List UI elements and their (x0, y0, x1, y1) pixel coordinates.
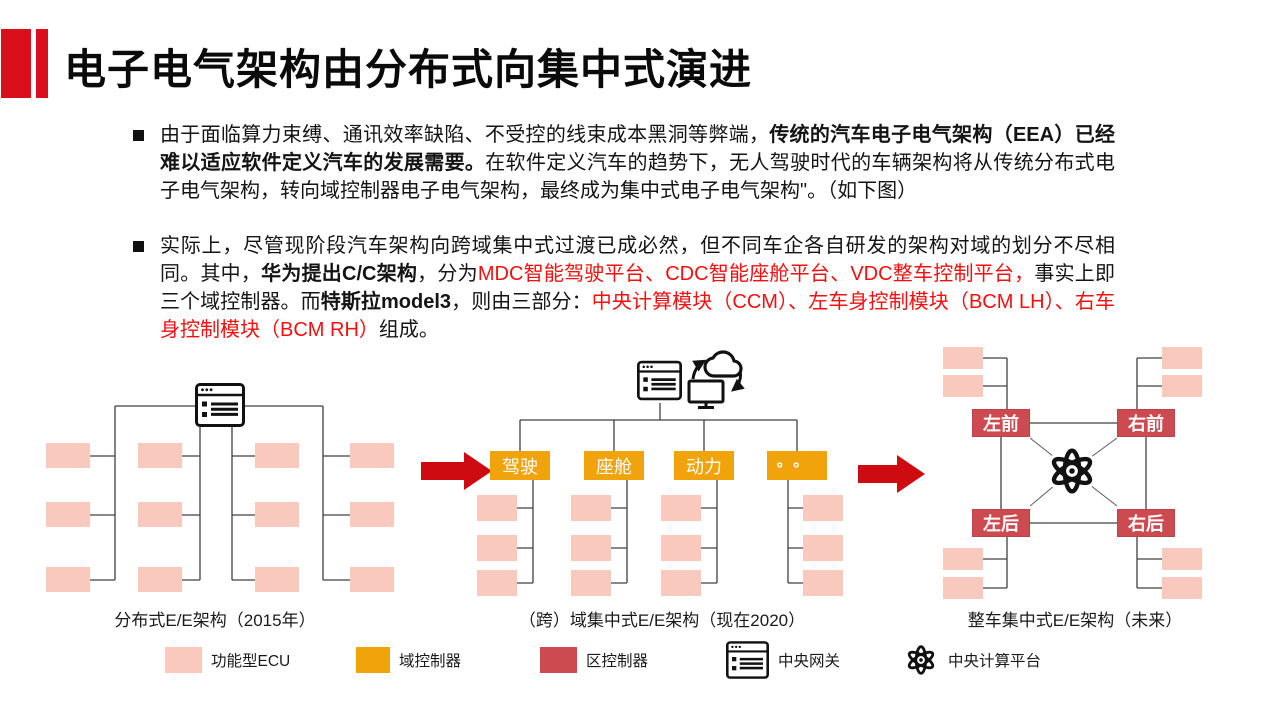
legend-item-domain-controller: 域控制器 (356, 640, 461, 680)
legend-swatch-orange (356, 647, 390, 673)
para2-normal-4: ，则由三部分： (451, 291, 592, 313)
central-compute-icon (904, 643, 938, 677)
zone-box-rear-right: 右后 (1117, 509, 1175, 537)
legend-label: 中央网关 (778, 653, 841, 670)
bullet-paragraph-1: 由于面临算力束缚、通讯效率缺陷、不受控的线束成本黑洞等弊端，传统的汽车电子电气架… (160, 121, 1115, 205)
left-ecu-boxes (46, 443, 394, 592)
domain-box-cockpit: 座舱 (584, 451, 644, 480)
legend-label: 功能型ECU (211, 653, 291, 670)
transition-arrow-icon (858, 455, 925, 493)
domain-label: 驾驶 (502, 456, 538, 477)
para1-bold: 传统的汽车电子电气架构（EEA）已经难以适应软件定义汽车的发展需要。 (160, 124, 1115, 174)
zone-label: 左前 (983, 414, 1019, 434)
legend-label: 域控制器 (399, 653, 462, 670)
legend-item-functional-ecu: 功能型ECU (165, 640, 290, 680)
domain-label: 座舱 (596, 456, 632, 477)
header-accent-bar (36, 29, 48, 98)
para1-normal-1: 由于面临算力束缚、通讯效率缺陷、不受控的线束成本黑洞等弊端， (160, 124, 770, 146)
caption-domain-centralized: （跨）域集中式E/E架构（现在2020） (518, 611, 806, 630)
legend-item-zone-controller: 区控制器 (540, 640, 648, 680)
zone-box-front-right: 右前 (1117, 409, 1175, 437)
para2-normal-1: 实际上，尽管现阶段汽车架构向跨域集中式过渡已成必然，但不同车企各自研发的架构对域… (160, 235, 1115, 285)
zone-label: 左后 (983, 514, 1019, 534)
para2-normal-2: ，分为 (417, 263, 478, 285)
legend-label: 区控制器 (586, 653, 649, 670)
right-diagram-lines (983, 357, 1162, 589)
legend-swatch-red (540, 647, 577, 673)
transition-arrow-icon (421, 452, 492, 490)
zone-label: 右前 (1128, 414, 1164, 434)
middle-ecu-boxes (477, 495, 843, 596)
zone-box-rear-left: 左后 (972, 509, 1030, 537)
cloud-sync-icon (687, 350, 745, 409)
left-diagram-lines (90, 405, 350, 581)
caption-vehicle-centralized: 整车集中式E/E架构（未来） (967, 611, 1183, 630)
domain-label: 动力 (686, 456, 722, 477)
header-accent-square (1, 29, 31, 98)
legend-item-central-gateway: 中央网关 (726, 640, 840, 680)
central-gateway-icon (637, 360, 682, 401)
legend-label: 中央计算平台 (948, 653, 1042, 670)
para2-bold-tesla: 特斯拉model3 (320, 291, 452, 313)
zone-box-front-left: 左前 (972, 409, 1030, 437)
right-ecu-boxes (943, 347, 1202, 599)
para2-normal-5: 组成。 (378, 319, 439, 341)
domain-box-powertrain: 动力 (674, 451, 734, 480)
caption-distributed: 分布式E/E架构（2015年） (114, 611, 316, 630)
para1-normal-2: 在软件定义汽车的趋势下，无人驾驶时代的车辆架构将从传统分布式电子电气架构，转向域… (160, 152, 1116, 202)
zone-label: 右后 (1128, 514, 1164, 534)
legend-item-central-compute: 中央计算平台 (903, 640, 1041, 680)
central-gateway-icon (726, 641, 769, 679)
para2-red-huawei-platforms: MDC智能驾驶平台、CDC智能座舱平台、VDC整车控制平台， (477, 263, 1035, 285)
bullet-square-icon (133, 241, 144, 252)
page-title: 电子电气架构由分布式向集中式演进 (64, 46, 753, 93)
bullet-paragraph-2: 实际上，尽管现阶段汽车架构向跨域集中式过渡已成必然，但不同车企各自研发的架构对域… (160, 232, 1115, 344)
domain-label: 。。 (776, 453, 818, 470)
legend-swatch-pink (165, 647, 202, 673)
domain-box-driving: 驾驶 (490, 451, 550, 480)
central-compute-icon (1047, 446, 1097, 496)
para2-red-tesla-modules: 中央计算模块（CCM）、左车身控制模块（BCM LH）、右车身控制模块（BCM … (160, 291, 1115, 341)
para2-normal-3: 事实上即三个域控制器。而 (160, 263, 1116, 313)
domain-box-others: 。。 (767, 451, 827, 480)
central-gateway-icon (195, 383, 245, 427)
middle-diagram-lines (517, 403, 803, 584)
bullet-square-icon (133, 130, 144, 141)
para2-bold-huawei: 华为提出C/C架构 (261, 263, 418, 285)
